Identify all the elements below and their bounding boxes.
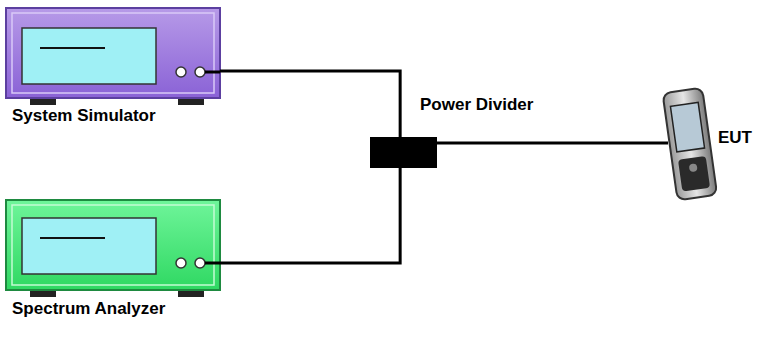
spectrum-analyzer-icon (6, 200, 220, 297)
device-label: Power Divider (420, 95, 533, 115)
device-label: EUT (718, 128, 752, 148)
power-divider-node: Power Divider (370, 137, 437, 168)
eut-node: EUT (668, 86, 714, 200)
system-simulator-node: System Simulator (6, 8, 220, 98)
spectrum-analyzer-node: Spectrum Analyzer (6, 200, 220, 290)
rf-cable (437, 143, 668, 144)
eut-phone-icon (663, 88, 718, 201)
device-label: System Simulator (12, 106, 156, 126)
rf-cable (220, 168, 400, 263)
power-divider-block (370, 137, 437, 168)
device-label: Spectrum Analyzer (12, 299, 165, 319)
system-simulator-icon (6, 8, 220, 105)
rf-cable (220, 71, 400, 137)
